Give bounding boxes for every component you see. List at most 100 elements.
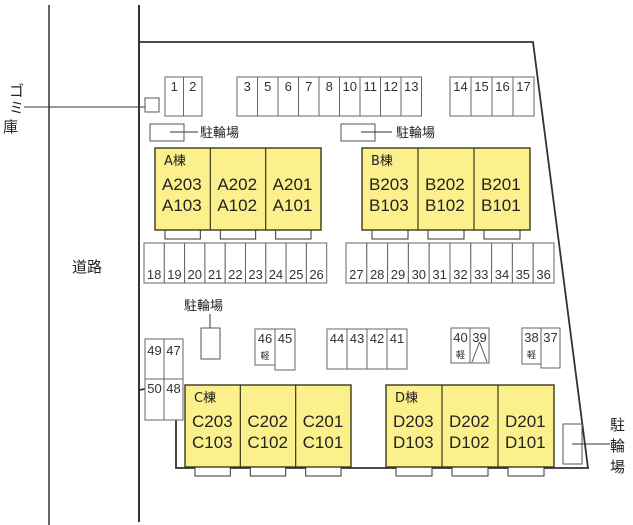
building-outline	[361, 147, 531, 231]
parking-stall-47: 47	[163, 338, 184, 380]
parking-stall-number: 2	[189, 79, 196, 94]
unit-upper: A202	[217, 175, 257, 194]
parking-stall-box	[400, 76, 422, 117]
parking-stall-27: 27	[345, 242, 368, 284]
entrance-step	[249, 466, 287, 477]
parking-stall-15: 15	[470, 76, 493, 117]
kei-car-label: 軽	[456, 350, 465, 361]
unit-lower: A102	[217, 196, 257, 215]
parking-stall-1: 1	[164, 76, 184, 117]
parking-stall-23: 23	[245, 242, 267, 284]
parking-stall-number: 44	[330, 331, 344, 346]
building-outline	[385, 384, 555, 468]
unit-upper: D203	[393, 412, 434, 431]
parking-stall-box	[540, 327, 561, 369]
parking-stall-number: 12	[384, 79, 398, 94]
unit-upper: A203	[162, 175, 202, 194]
parking-stall-number: 41	[390, 331, 404, 346]
parking-stall-25: 25	[285, 242, 307, 284]
parking-stall-number: 16	[495, 79, 509, 94]
garbage-label-char-1: ゴ	[9, 82, 24, 100]
parking-stall-number: 42	[370, 331, 384, 346]
unit-upper: D202	[449, 412, 490, 431]
unit-lower: A103	[162, 196, 202, 215]
parking-stall-number: 17	[516, 79, 530, 94]
parking-stall-6: 6	[277, 76, 299, 117]
unit-lower: C103	[192, 433, 233, 452]
parking-stall-number: 22	[228, 267, 242, 282]
parking-stall-28: 28	[366, 242, 389, 284]
parking-stall-number: 25	[289, 267, 303, 282]
kei-car-label: 軽	[527, 350, 536, 361]
unavailable-mark	[479, 341, 488, 363]
parking-stall-29: 29	[387, 242, 409, 284]
unit-upper: A201	[273, 175, 313, 194]
parking-stall-number: 36	[536, 267, 550, 282]
parking-stall-number: 27	[349, 267, 363, 282]
parking-stall-box	[183, 76, 203, 117]
parking-stall-number: 18	[147, 267, 161, 282]
unit-upper: B201	[481, 175, 521, 194]
parking-stall-box	[163, 378, 184, 421]
entrance-step	[164, 229, 201, 240]
parking-stall-17: 17	[512, 76, 535, 117]
parking-stall-31: 31	[428, 242, 451, 284]
parking-stall-box	[305, 242, 328, 284]
parking-stall-21: 21	[204, 242, 226, 284]
bike-parking-c	[200, 327, 221, 360]
unit-upper: D201	[505, 412, 546, 431]
parking-stall-box	[274, 328, 296, 371]
entrance-step	[219, 229, 257, 240]
entrance-step	[395, 466, 433, 477]
parking-stall-number: 48	[166, 381, 180, 396]
building-name: C棟	[194, 391, 216, 406]
parking-stall-number: 31	[432, 267, 446, 282]
parking-stall-number: 33	[474, 267, 488, 282]
parking-stall-13: 13	[400, 76, 422, 117]
entrance-step	[371, 229, 409, 240]
parking-stall-number: 11	[364, 79, 378, 94]
entrance-step	[507, 466, 545, 477]
unit-upper: C203	[192, 412, 233, 431]
parking-stall-32: 32	[449, 242, 472, 284]
garbage-label-char-3: 庫	[3, 118, 18, 136]
parking-stall-48: 48	[163, 378, 184, 421]
garbage-label-char-2: ミ	[9, 99, 24, 117]
kei-car-label: 軽	[260, 351, 269, 362]
unit-lower: C102	[247, 433, 288, 452]
parking-stall-19: 19	[163, 242, 186, 284]
parking-stall-number: 30	[412, 267, 426, 282]
parking-stall-12: 12	[380, 76, 402, 117]
parking-stall-number: 5	[264, 79, 271, 94]
unit-lower: B103	[369, 196, 409, 215]
garbage-label: ゴ ミ 庫	[3, 82, 24, 136]
entrance-step	[305, 466, 342, 477]
bike-parking-b-label: 駐輪場	[396, 125, 435, 141]
unit-lower: D101	[505, 433, 546, 452]
parking-stall-8: 8	[318, 76, 340, 117]
entrance-step	[275, 229, 312, 240]
unavailable-mark	[471, 341, 480, 363]
buildings: A棟A203A103A202A102A201A101B棟B203B103B202…	[154, 147, 555, 477]
parking-stall-30: 30	[407, 242, 430, 284]
parking-stall-number: 35	[516, 267, 530, 282]
unit-upper: B203	[369, 175, 409, 194]
parking-stall-number: 29	[391, 267, 405, 282]
parking-stall-37: 37	[540, 327, 561, 369]
bike-parking-d-char-1: 駐	[610, 416, 625, 434]
road-label: 道路	[72, 258, 102, 276]
parking-stall-36: 36	[532, 242, 555, 284]
parking-stall-box	[386, 328, 408, 370]
parking-stall-number: 39	[472, 330, 486, 345]
parking-stall-number: 8	[326, 79, 333, 94]
